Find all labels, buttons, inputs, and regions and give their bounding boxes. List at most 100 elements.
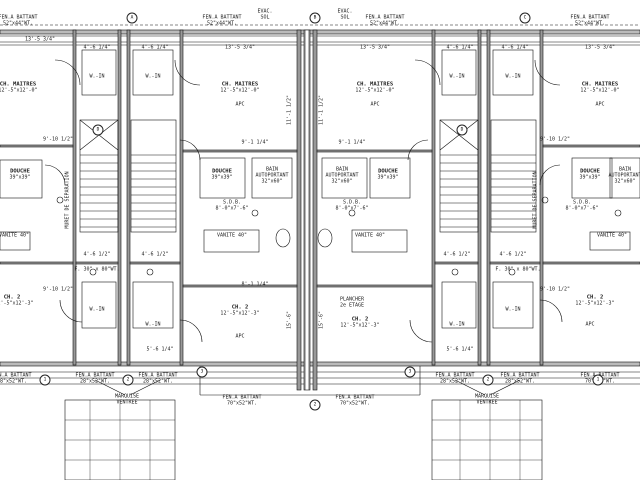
dim-m-13: 4'-6 1/2" [141, 251, 169, 258]
wic-3: W.-IN [449, 73, 465, 80]
fen-label-4: FEN.A BATTANT [570, 14, 610, 21]
wic-4: W.-IN [505, 73, 521, 80]
room-size-2: 12'-5"x12'-0" [220, 87, 260, 94]
grid-bubble-d1: D [92, 124, 104, 136]
sdb-1: S.D.B. [222, 199, 242, 206]
douche-size-4: 39"x39" [579, 174, 601, 181]
grid-bubble-2: 2 [122, 374, 134, 386]
autoportant-2: AUTOPORTANT [325, 172, 359, 179]
dim-m-4: 9'-1 1/4" [338, 139, 366, 146]
dim-vert-1: 11'-1 1/2" [286, 94, 293, 126]
grid-bubble-4: 2 [309, 399, 321, 411]
grid-bubble-3: 3 [196, 366, 208, 378]
fen-bottom-size-1: 28"x52"WT. [0, 378, 28, 385]
wic-8: W.-IN [505, 306, 521, 313]
room-size-4: 12'-5"x12'-0" [580, 87, 620, 94]
dim-vert-2: 11'-1 1/2" [318, 94, 325, 126]
dim-m-5: 8'-1 1/4" [241, 281, 269, 288]
dim-m-9: 5'-6 1/4" [446, 346, 474, 353]
vanite-1: VANITE 40" [0, 232, 30, 239]
fen-size-1: 52"x44"WT. [2, 20, 34, 27]
ventree-2: VENTREE [476, 399, 498, 406]
grid-bubble-c: C [519, 12, 531, 24]
dim-top-7: 4'-6 1/4" [501, 44, 529, 51]
wic-7: W.-IN [449, 321, 465, 328]
fen-bottom-1: FEN.A BATTANT [0, 372, 32, 379]
bain-size-1: 32"x60" [261, 178, 283, 185]
autoportant-1: AUTOPORTANT [255, 172, 289, 179]
douche-size-1: 39"x39" [9, 174, 31, 181]
ch2-size-2: 12'-5"x12'-3" [220, 310, 260, 317]
grid-bubble-7: 1 [592, 374, 604, 386]
room-ch-maitres-3: CH. MAITRES [356, 81, 394, 88]
room-ch-maitres-4: CH. MAITRES [581, 81, 619, 88]
grid-bubble-6: 2 [482, 374, 494, 386]
dim-top-6: 4'-6 1/4" [446, 44, 474, 51]
fen-label-2: FEN.A BATTANT [202, 14, 242, 21]
plancher-label: PLANCHER [339, 296, 365, 303]
vanite-4: VANITE 40" [596, 232, 628, 239]
dim-m-15: 4'-6 1/2" [499, 251, 527, 258]
dim-top-1: 13'-5 3/4" [24, 36, 56, 43]
dim-vert-3: 15'-6" [286, 310, 293, 330]
fen-bottom-4: FEN.A BATTANT [222, 394, 262, 401]
douche-4: DOUCHE [580, 168, 600, 175]
sdb-size-2: 8'-0"x7'-6" [335, 205, 369, 212]
fen-label-3: FEN.A BATTANT [365, 14, 405, 21]
muret-2: MURET DE SEPARATION [532, 171, 539, 229]
dim-top-2: 4'-6 1/4" [83, 44, 111, 51]
autoportant-3: AUTOPORTANT [608, 172, 640, 179]
fen-bottom-size-4: 70"x52"WT. [226, 400, 258, 407]
sdb-size-1: 8'-0"x7'-6" [215, 205, 249, 212]
sdb-2: S.D.B. [342, 199, 362, 206]
bain-size-3: 32"x60" [614, 178, 636, 185]
sdb-3: S.D.B. [572, 199, 592, 206]
dim-top-3: 4'-6 1/4" [141, 44, 169, 51]
ch2-2: CH. 2 [231, 304, 249, 311]
dim-m-14: 4'-6 1/2" [443, 251, 471, 258]
grid-bubble-5: 3 [404, 366, 416, 378]
etage-label: 2e ETAGE [339, 302, 365, 309]
ch2-size-4: 12'-5"x12'-3" [575, 300, 615, 307]
fen-bottom-7: FEN.A BATTANT [500, 372, 540, 379]
fen-size-4: 52"x44"WT. [574, 20, 606, 27]
fen-label-1: FEN.A BATTANT [0, 14, 38, 21]
ch2-1: CH. 2 [3, 294, 21, 301]
dim-m-8: 5'-6 1/4" [146, 346, 174, 353]
grid-bubble-1: 1 [39, 374, 51, 386]
fen-bottom-3: FEN.A BATTANT [138, 372, 178, 379]
marquise-2: MARQUISE [474, 393, 500, 400]
grid-bubble-d2: D [456, 124, 468, 136]
room-ch-maitres-2: CH. MAITRES [221, 81, 259, 88]
ch2-size-3: 12'-5"x12'-3" [340, 322, 380, 329]
dim-m-12: 4'-6 1/2" [83, 251, 111, 258]
bain-2: BAIN [335, 166, 349, 173]
fen-bottom-size-7: 28"x52"WT. [504, 378, 536, 385]
wic-5: W.-IN [89, 306, 105, 313]
douche-2: DOUCHE [212, 168, 232, 175]
fen-bottom-6: FEN.A BATTANT [435, 372, 475, 379]
apc-5: APC [585, 321, 595, 328]
fen-size-3: 52"x44"WT. [369, 20, 401, 27]
dim-m-6: 9'-10 1/2" [539, 136, 571, 143]
sol-label-1: SOL [260, 14, 270, 21]
evac-label-2: EVAC. [337, 8, 353, 15]
douche-size-2: 39"x39" [211, 174, 233, 181]
fen-bottom-size-2: 28"x52"WT. [79, 378, 111, 385]
dim-vert-4: 15'-6" [318, 310, 325, 330]
dim-top-8: 13'-5 3/4" [584, 44, 616, 51]
room-size-3: 12'-5"x12'-0" [355, 87, 395, 94]
fen-bottom-size-5: 70"x52"WT. [339, 400, 371, 407]
dim-m-1: 9'-10 1/2" [42, 136, 74, 143]
apc-1: APC [235, 101, 245, 108]
ventree-1: VENTREE [116, 399, 138, 406]
bain-size-2: 32"x60" [331, 178, 353, 185]
wic-6: W.-IN [145, 321, 161, 328]
grid-bubble-b: B [309, 12, 321, 24]
apc-4: APC [235, 333, 245, 340]
dim-m-2: 9'-10 1/2" [42, 286, 74, 293]
fen-bottom-5: FEN.A BATTANT [335, 394, 375, 401]
dim-top-5: 13'-5 3/4" [359, 44, 391, 51]
vanite-2: VANITE 40" [216, 232, 248, 239]
grid-bubble-a: A [126, 12, 138, 24]
